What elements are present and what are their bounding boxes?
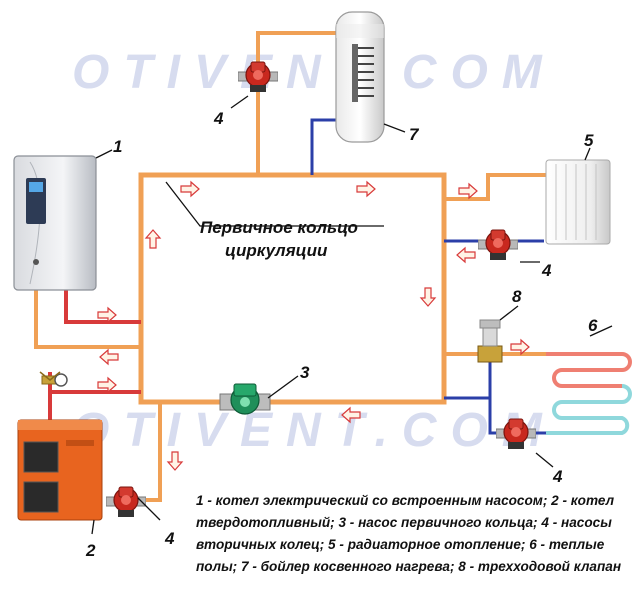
boiler-supply-pipe	[256, 31, 338, 175]
label-5: 5	[584, 131, 594, 150]
label-6: 6	[588, 316, 598, 335]
radiator	[545, 159, 611, 245]
electric-boiler-return-pipe	[34, 288, 141, 349]
ring-title-line2: циркуляции	[225, 241, 328, 260]
legend: 1 - котел электрический со встроенным на…	[196, 490, 636, 578]
label-1: 1	[113, 137, 122, 156]
watermark-bottom: OTIVENT.COM	[72, 404, 556, 457]
primary-ring-pump	[219, 383, 271, 415]
legend-line-2: твердотопливный; 3 - насос первичного ко…	[196, 515, 612, 530]
label-4-radiator: 4	[541, 261, 552, 280]
electric-boiler	[13, 155, 97, 291]
flow-arrow-icon	[97, 180, 530, 471]
label-8: 8	[512, 287, 522, 306]
legend-line-4: полы; 7 - бойлер косвенного нагрева; 8 -…	[196, 559, 622, 574]
radiator-supply-pipe	[444, 173, 546, 201]
boiler-return-pipe	[310, 118, 336, 175]
label-4-top: 4	[213, 109, 224, 128]
pump-icon	[478, 229, 518, 261]
legend-line-1: 1 - котел электрический со встроенным на…	[196, 493, 615, 508]
indirect-heating-boiler	[335, 11, 385, 143]
safety-group	[39, 371, 68, 387]
gauge-icon	[54, 373, 68, 387]
legend-line-3: вторичных колец; 5 - радиаторное отоплен…	[196, 537, 605, 552]
label-7: 7	[409, 125, 420, 144]
primary-ring-pipe	[138, 172, 447, 405]
ring-title-line1: Первичное кольцо	[200, 218, 358, 237]
pump-icon	[106, 486, 146, 518]
solid-fuel-boiler	[17, 419, 103, 521]
label-4-floor: 4	[552, 467, 563, 486]
label-2: 2	[85, 541, 96, 560]
electric-boiler-red-pipe	[64, 288, 141, 324]
callout-lines	[91, 95, 613, 535]
watermark-top: OTIVENT.COM	[72, 46, 556, 99]
label-3: 3	[300, 363, 310, 382]
valve-icon	[477, 319, 503, 363]
label-4-bottom: 4	[164, 529, 175, 548]
floor-heating-coil	[546, 352, 632, 435]
